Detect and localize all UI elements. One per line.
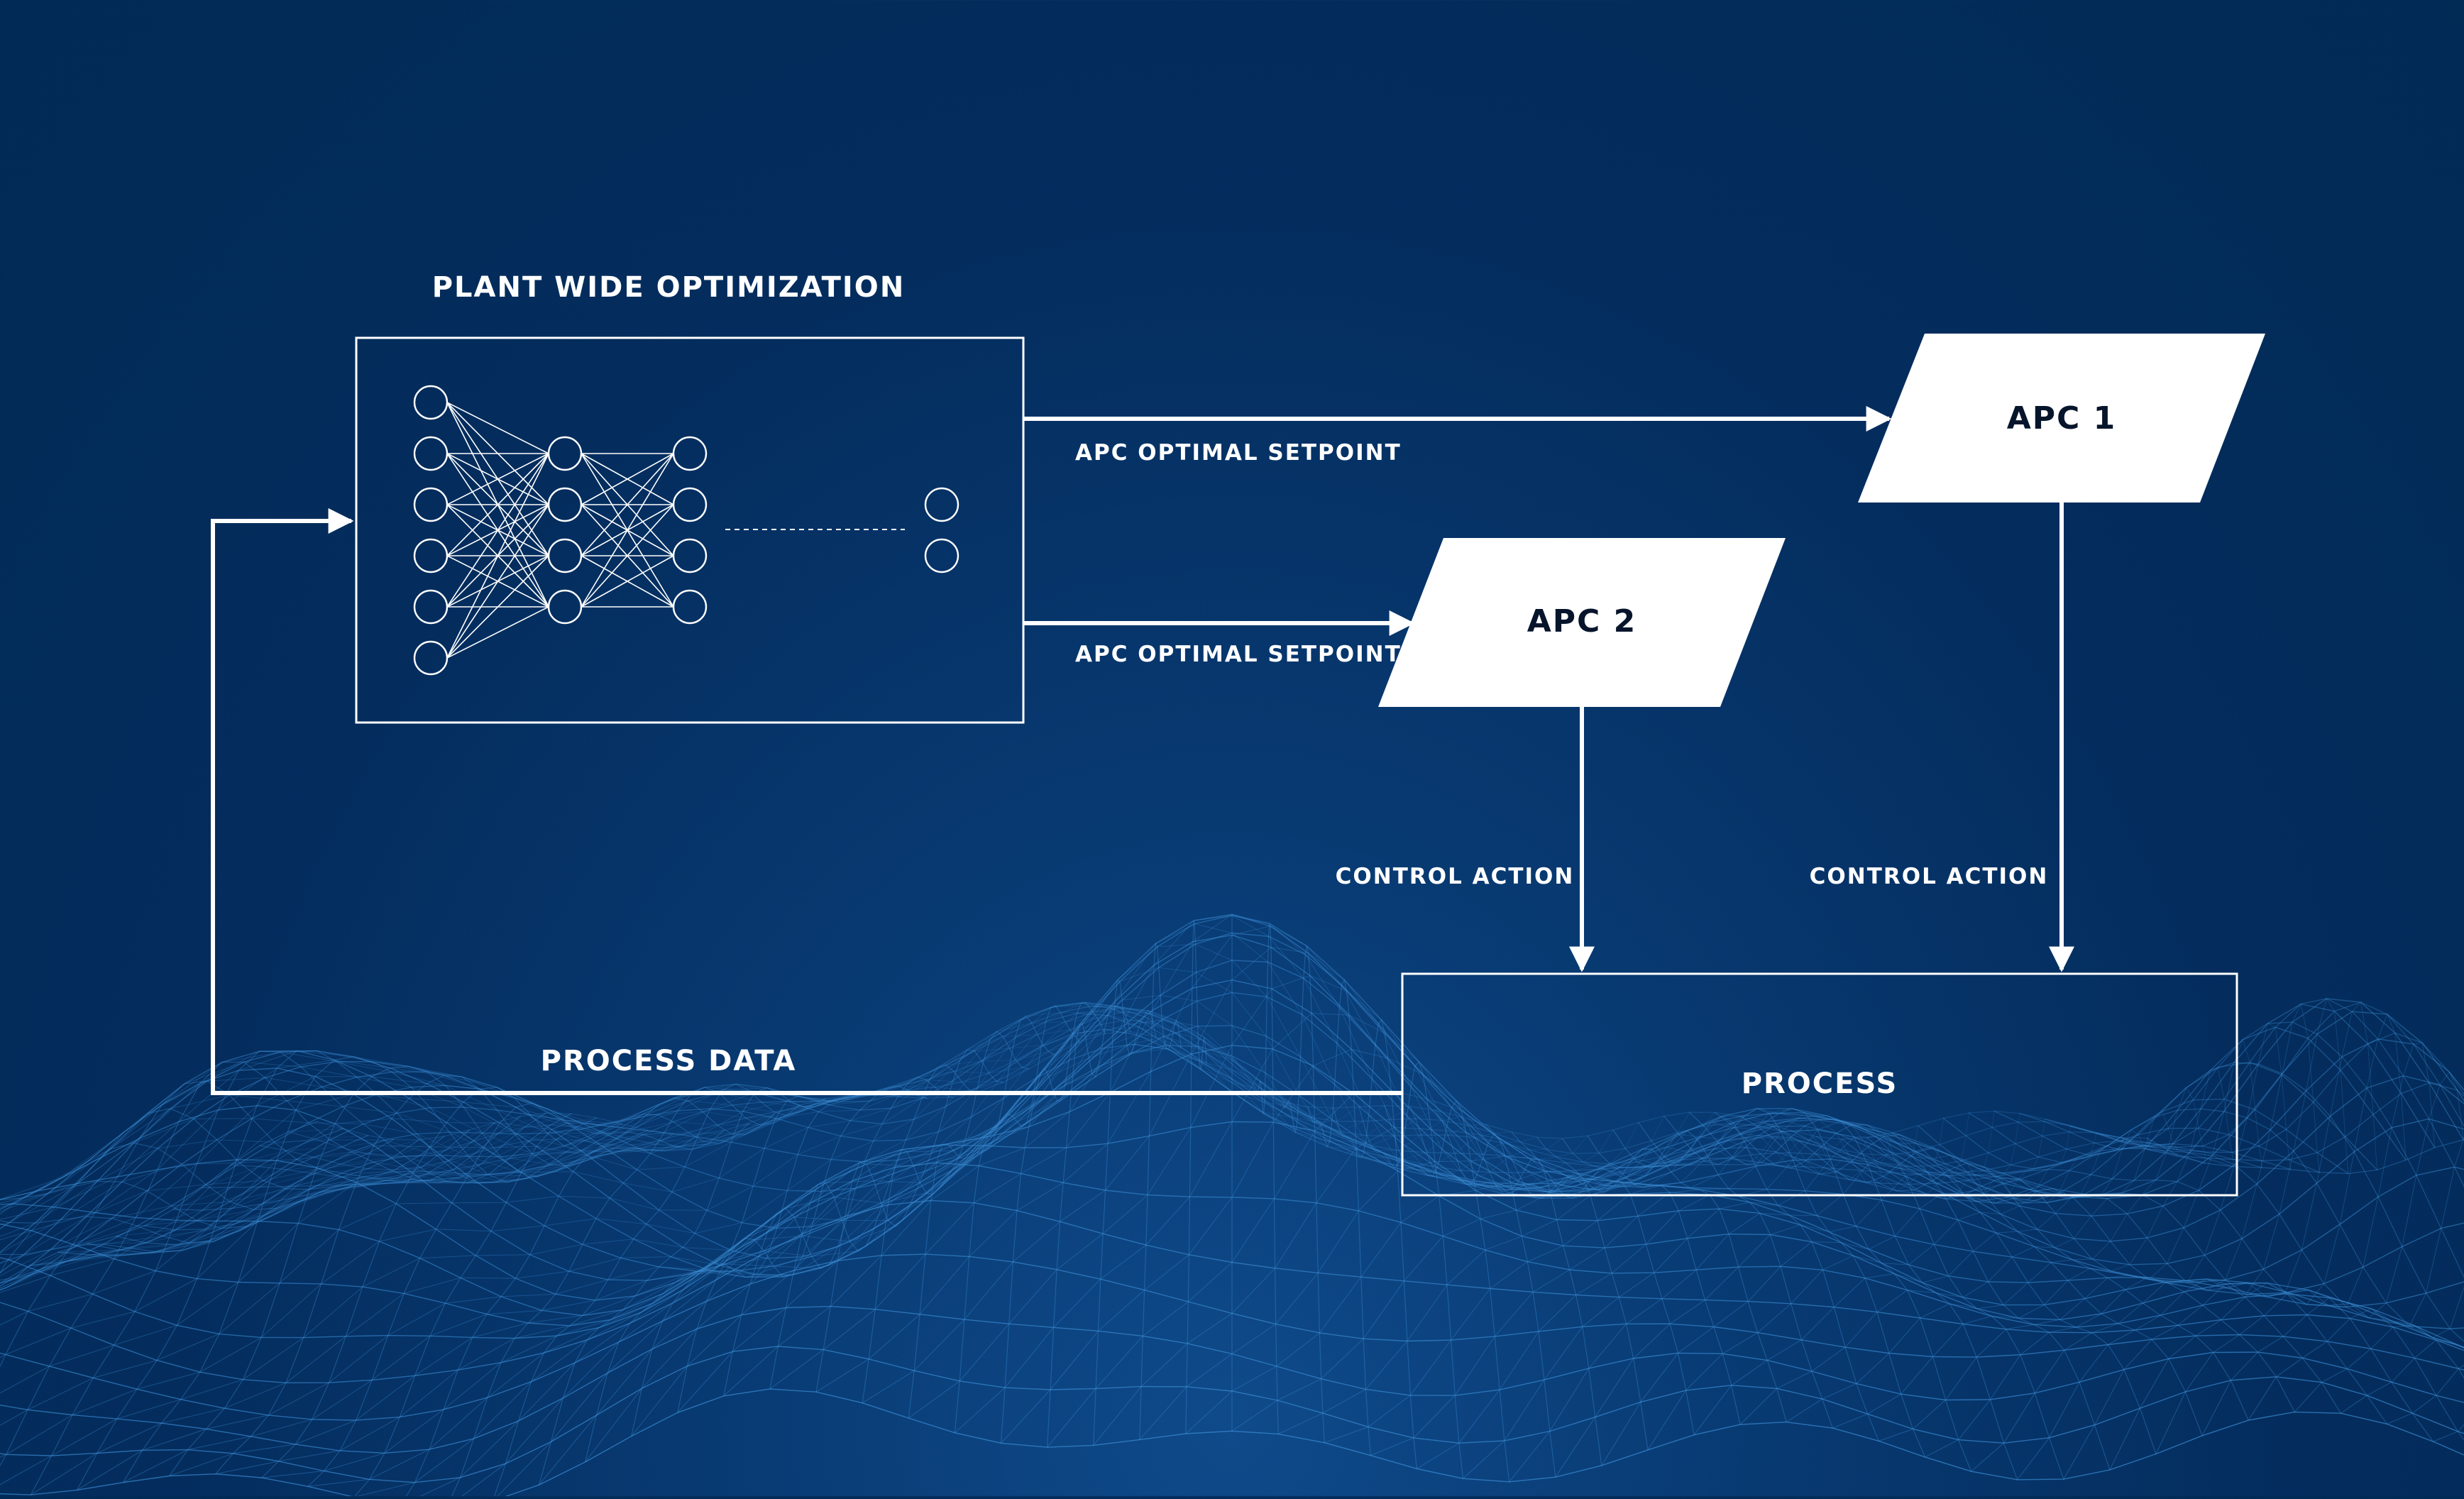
- mesh-line: [0, 1136, 368, 1415]
- mesh-line: [908, 1016, 1054, 1418]
- process-data-label: PROCESS DATA: [541, 1045, 797, 1077]
- mesh-line: [0, 1129, 343, 1431]
- network-output-node: [925, 539, 958, 572]
- network-node: [673, 591, 706, 623]
- network-node: [549, 488, 581, 521]
- network-connection: [447, 402, 549, 454]
- mesh-line: [2045, 999, 2464, 1488]
- mesh-line: [2071, 1002, 2464, 1481]
- setpoint-label-apc2: APC OPTIMAL SETPOINT: [1075, 642, 1402, 667]
- apc1-label: APC 1: [2007, 400, 2117, 436]
- control-action-label-apc2: CONTROL ACTION: [1336, 864, 1575, 889]
- control-action-label-apc1: CONTROL ACTION: [1810, 864, 2049, 889]
- mesh-line: [2147, 1138, 2464, 1493]
- mesh-line: [1435, 1110, 1601, 1466]
- network-node: [673, 437, 706, 470]
- network-node: [549, 591, 581, 623]
- mesh-line: [1186, 921, 1206, 1434]
- apc2-label: APC 2: [1527, 603, 1637, 639]
- network-node: [414, 642, 447, 674]
- setpoint-label-apc1: APC OPTIMAL SETPOINT: [1075, 440, 1402, 466]
- network-node: [549, 539, 581, 572]
- mesh-line: [1944, 1119, 2464, 1480]
- network-node: [414, 437, 447, 470]
- network-node: [414, 488, 447, 521]
- mesh-line: [1537, 1137, 1787, 1422]
- network-node: [414, 591, 447, 623]
- optimization-box: [356, 338, 1023, 723]
- mesh-line: [539, 1088, 851, 1486]
- process-label: PROCESS: [1742, 1067, 1898, 1100]
- process-data-feedback-arrow: [213, 521, 1402, 1093]
- mesh-line: [493, 1084, 825, 1496]
- network-node: [673, 488, 706, 521]
- network-node: [414, 539, 447, 572]
- mesh-line: [1308, 980, 1370, 1456]
- mesh-line: [1258, 923, 1278, 1434]
- mesh-line: [1333, 1020, 1417, 1468]
- neural-network-icon: [414, 386, 958, 674]
- mesh-line: [2020, 1022, 2464, 1494]
- wireframe-terrain: [0, 914, 2464, 1496]
- mesh-line: [632, 1092, 902, 1437]
- mesh-line: [173, 1002, 2262, 1210]
- network-node: [673, 539, 706, 572]
- mesh-line: [1842, 1139, 2341, 1413]
- mesh-line: [0, 1121, 317, 1454]
- network-connection: [447, 607, 549, 658]
- network-connection: [447, 505, 549, 658]
- optimization-title: PLANT WIDE OPTIMIZATION: [432, 271, 906, 304]
- network-output-node: [925, 488, 958, 521]
- network-node: [549, 437, 581, 470]
- network-node: [414, 386, 447, 419]
